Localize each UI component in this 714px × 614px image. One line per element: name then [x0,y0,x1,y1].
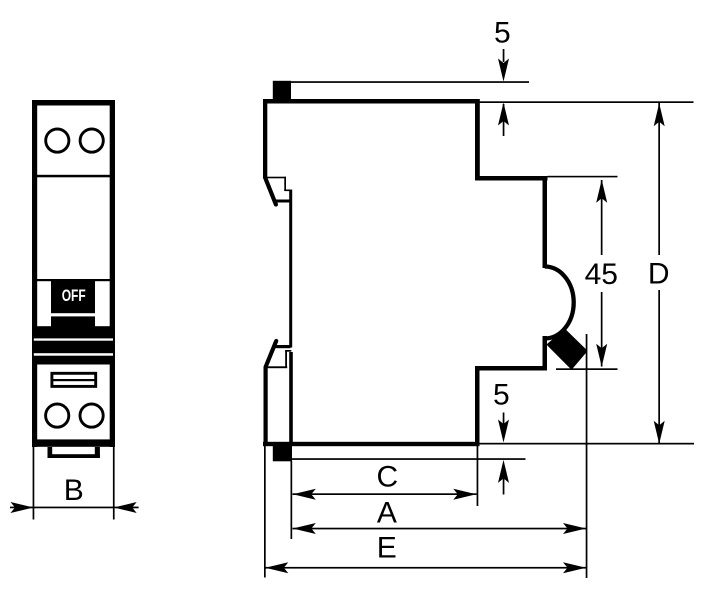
svg-text:A: A [377,496,397,529]
svg-text:B: B [64,474,84,507]
svg-text:5: 5 [494,16,511,49]
svg-text:45: 45 [585,258,618,291]
svg-text:C: C [376,460,398,493]
svg-text:E: E [377,532,397,565]
svg-text:OFF: OFF [62,287,86,305]
svg-text:D: D [648,258,670,291]
svg-text:5: 5 [493,378,510,411]
